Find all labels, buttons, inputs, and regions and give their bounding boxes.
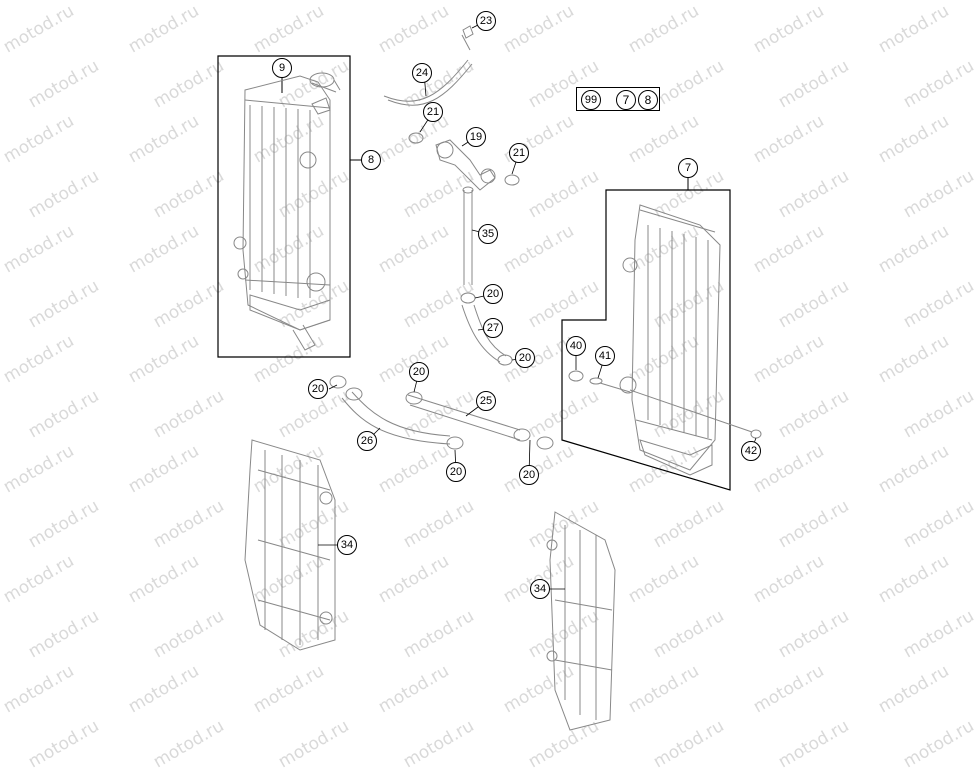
radiator-cap — [309, 72, 341, 93]
callout: 7 — [678, 158, 698, 178]
kit-number: 99 — [581, 90, 601, 110]
kit-box: 99 7 8 — [576, 87, 660, 111]
callout: 20 — [446, 462, 466, 482]
callout: 40 — [566, 336, 586, 356]
thermostat-housing — [408, 132, 520, 191]
left-shroud — [244, 439, 336, 651]
right-radiator — [568, 204, 762, 476]
left-radiator — [233, 75, 331, 351]
callout: 20 — [515, 348, 535, 368]
callout: 21 — [423, 102, 443, 122]
callout: 20 — [308, 379, 328, 399]
top-hoses — [383, 25, 474, 106]
vertical-pipe — [462, 186, 474, 285]
callout: 34 — [337, 535, 357, 555]
callout: 23 — [476, 11, 496, 31]
parts-drawing — [217, 20, 762, 731]
callout: 27 — [483, 318, 503, 338]
callout: 26 — [357, 431, 377, 451]
callout: 35 — [478, 224, 498, 244]
callout: 20 — [483, 284, 503, 304]
callout: 21 — [509, 143, 529, 163]
callout: 25 — [476, 391, 496, 411]
kit-part-1: 7 — [616, 90, 636, 110]
callout: 34 — [530, 579, 550, 599]
callout: 20 — [409, 362, 429, 382]
callout: 19 — [466, 127, 486, 147]
left-radiator-frame — [217, 55, 351, 358]
callout: 42 — [741, 441, 761, 461]
callout: 41 — [595, 346, 615, 366]
right-radiator-frame — [561, 189, 731, 491]
callout: 24 — [412, 63, 432, 83]
kit-part-2: 8 — [638, 90, 658, 110]
callout: 20 — [519, 465, 539, 485]
right-shroud — [546, 511, 616, 731]
callout: 9 — [272, 58, 292, 78]
callout: 8 — [361, 150, 381, 170]
leader-lines — [318, 20, 757, 590]
